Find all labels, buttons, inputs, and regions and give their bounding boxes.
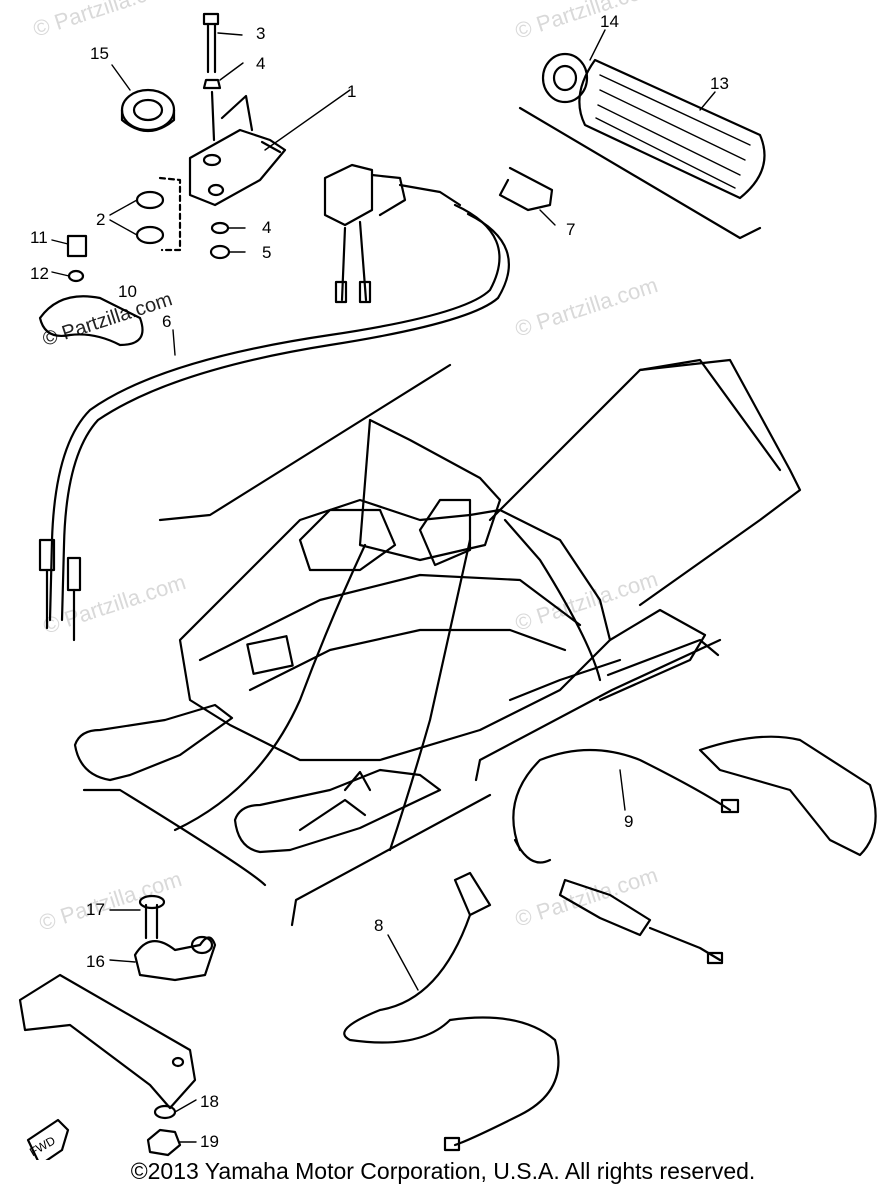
callout-13: 13 [710,74,729,93]
guard-plate-drawing [18,973,197,1110]
cable-8-drawing [343,871,560,1152]
callout-18: 18 [200,1092,219,1111]
callout-14: 14 [600,12,619,31]
callout-5: 5 [262,243,272,262]
brake-lever-drawing [698,735,877,857]
callout-1: 1 [347,82,357,101]
clamp-16-drawing [133,935,217,982]
copyright-notice: ©2013 Yamaha Motor Corporation, U.S.A. A… [130,1158,756,1184]
callout-15: 15 [90,44,109,63]
line-drawing: FWD [18,12,877,1160]
bracket-1-drawing [188,94,287,207]
collars-2-drawing [135,176,182,252]
cable-9-drawing [512,748,740,864]
leader-lines [51,29,716,1143]
callout-16: 16 [86,952,105,971]
clip-7-drawing [498,166,554,212]
callout-19: 19 [200,1132,219,1151]
callout-6: 6 [162,312,172,331]
callout-8: 8 [374,916,384,935]
bolt-17-drawing [138,894,166,940]
callout-4: 4 [256,54,266,73]
spark-plug-drawing [558,878,724,965]
callout-9: 9 [624,812,634,831]
throttle-switch-drawing [323,163,462,304]
callout-4b: 4 [262,218,272,237]
callout-10: 10 [118,282,137,301]
bolt-3-drawing [202,12,222,142]
grip-13-14-drawing [541,52,766,200]
callout-12: 12 [30,264,49,283]
callout-7: 7 [566,220,576,239]
fwd-arrow-icon: FWD [26,1118,70,1160]
lever-10-drawing [38,234,144,347]
callout-3: 3 [256,24,266,43]
ring-15-drawing [120,88,176,133]
callout-17: 17 [86,900,105,919]
snowmobile-body-drawing [73,358,802,927]
panel-outline [518,106,762,240]
callout-11: 11 [30,228,48,247]
cable-6-drawing [38,203,510,642]
callout-2: 2 [96,210,106,229]
